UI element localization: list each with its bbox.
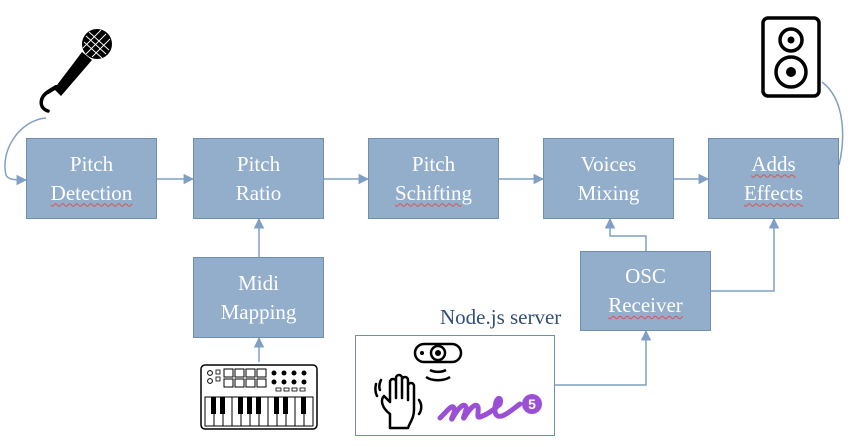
midi-mapping-line2: Mapping bbox=[220, 299, 297, 324]
pitch-detection-line1: Pitch bbox=[69, 151, 114, 176]
microphone-icon bbox=[39, 29, 112, 113]
voices-mixing-box: Voices Mixing bbox=[543, 138, 674, 219]
pitch-shifting-line1: Pitch bbox=[411, 151, 456, 176]
adds-effects-line1: Adds bbox=[751, 151, 796, 176]
osc-receiver-box: OSC Receiver bbox=[580, 251, 711, 331]
osc-receiver-line1: OSC bbox=[625, 264, 666, 288]
osc-receiver-line2: Receiver bbox=[608, 293, 683, 317]
svg-text:5: 5 bbox=[528, 396, 536, 412]
pitch-detection-box: Pitch Detection bbox=[26, 138, 157, 219]
server-to-osc-arrow bbox=[555, 329, 652, 386]
pitch-shifting-line2: Schifting bbox=[395, 180, 472, 205]
ml5-logo: 5 bbox=[437, 394, 542, 422]
webcam-icon bbox=[413, 342, 463, 382]
voices-mixing-line2: Mixing bbox=[577, 180, 640, 205]
pitch-detection-line2: Detection bbox=[50, 180, 133, 205]
speaker-icon bbox=[761, 16, 821, 98]
pitch-ratio-line2: Ratio bbox=[235, 180, 282, 205]
hand-wave-icon bbox=[374, 373, 423, 430]
adds-effects-box: Adds Effects bbox=[708, 138, 839, 219]
mic-to-detection-arrow bbox=[4, 117, 47, 186]
adds-effects-line2: Effects bbox=[743, 180, 804, 205]
osc-to-mixing-arrow bbox=[604, 217, 647, 251]
pitch-ratio-line1: Pitch bbox=[236, 151, 281, 176]
pitch-ratio-box: Pitch Ratio bbox=[193, 138, 324, 219]
osc-to-effects-arrow bbox=[711, 217, 780, 292]
pitch-shifting-box: Pitch Schifting bbox=[368, 138, 499, 219]
midi-mapping-box: Midi Mapping bbox=[193, 257, 324, 338]
voices-mixing-line1: Voices bbox=[580, 151, 637, 176]
server-label: Node.js server bbox=[440, 305, 562, 329]
midi-mapping-line1: Midi bbox=[238, 270, 279, 295]
effects-to-speaker-line bbox=[821, 81, 844, 166]
midi-keyboard-icon bbox=[200, 364, 318, 430]
